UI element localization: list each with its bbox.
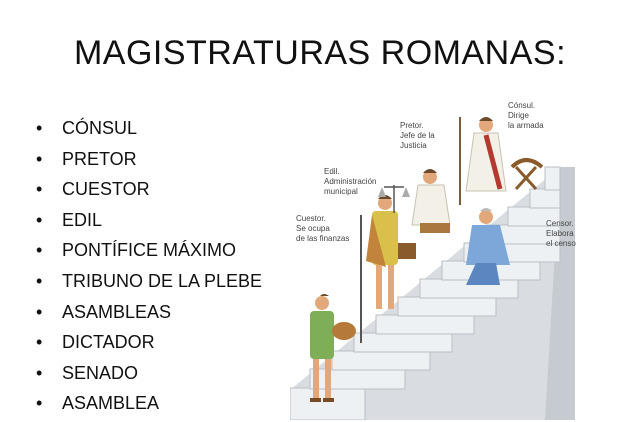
edil-figure [360, 195, 416, 343]
list-item-label: CÓNSUL [62, 118, 138, 138]
list-item-label: PRETOR [62, 148, 137, 169]
slide-title: MAGISTRATURAS ROMANAS: [73, 34, 567, 72]
svg-text:Elabora: Elabora [546, 229, 574, 238]
bullet-icon: • [36, 118, 43, 138]
list-item-label: ASAMBLEA [62, 393, 160, 414]
list-item: • PRETOR [36, 147, 262, 178]
bullet-icon: • [36, 148, 43, 169]
svg-text:Censor.: Censor. [546, 219, 574, 228]
svg-text:de las finanzas: de las finanzas [296, 234, 349, 243]
bullet-icon: • [36, 393, 43, 414]
censor-figure [466, 208, 510, 285]
label-consul: Cónsul. Dirige la armada [508, 101, 544, 130]
list-item-label: CUESTOR [62, 179, 150, 200]
list-item: • DICTADOR [36, 330, 262, 361]
list-item-label: ASAMBLEAS [62, 301, 172, 322]
bullet-icon: • [36, 332, 43, 353]
svg-text:la armada: la armada [508, 121, 544, 130]
svg-text:el censo: el censo [546, 239, 576, 248]
bullet-icon: • [36, 270, 43, 291]
label-censor: Censor. Elabora el censo [546, 219, 576, 248]
list-item-label: DICTADOR [62, 332, 155, 353]
list-item-label: PONTÍFICE MÁXIMO [62, 240, 237, 261]
list-item: • SENADO [36, 361, 262, 392]
svg-text:Jefe de la: Jefe de la [400, 131, 435, 140]
curule-chair-icon [510, 158, 544, 191]
list-item: • ASAMBLEA [36, 391, 262, 422]
svg-text:municipal: municipal [324, 187, 358, 196]
magistraturas-list: • CÓNSUL • PRETOR • CUESTOR • EDIL • PONTÍFIC… [36, 116, 262, 422]
bullet-icon: • [36, 209, 43, 230]
bullet-icon: • [36, 301, 43, 322]
svg-text:Dirige: Dirige [508, 111, 529, 120]
list-item: • ASAMBLEAS [36, 300, 262, 331]
svg-text:Administración: Administración [324, 177, 376, 186]
list-item: • EDIL [36, 208, 262, 239]
list-item-label: SENADO [62, 362, 139, 383]
svg-text:Edil.: Edil. [324, 167, 340, 176]
cuestor-figure [310, 294, 356, 402]
list-item: • CÓNSUL [36, 116, 262, 147]
list-item: • TRIBUNO DE LA PLEBE [36, 269, 262, 300]
svg-text:Pretor.: Pretor. [400, 121, 424, 130]
label-edil: Edil. Administración municipal [324, 167, 376, 196]
svg-text:Justicia: Justicia [400, 141, 427, 150]
label-pretor: Pretor. Jefe de la Justicia [400, 121, 435, 150]
svg-text:Cuestor.: Cuestor. [296, 214, 326, 223]
bullet-icon: • [36, 240, 43, 261]
pretor-figure [378, 169, 451, 233]
bullet-icon: • [36, 362, 43, 383]
list-item-label: TRIBUNO DE LA PLEBE [62, 270, 263, 291]
svg-text:Cónsul.: Cónsul. [508, 101, 535, 110]
list-item-label: EDIL [62, 209, 103, 230]
label-cuestor: Cuestor. Se ocupa de las finanzas [296, 214, 349, 243]
list-item: • PONTÍFICE MÁXIMO [36, 238, 262, 269]
magistrates-staircase-illustration: Cuestor. Se ocupa de las finanzas Edil. … [290, 101, 576, 420]
list-item: • CUESTOR [36, 177, 262, 208]
consul-figure [459, 117, 507, 205]
bullet-icon: • [36, 179, 43, 200]
svg-text:Se ocupa: Se ocupa [296, 224, 330, 233]
